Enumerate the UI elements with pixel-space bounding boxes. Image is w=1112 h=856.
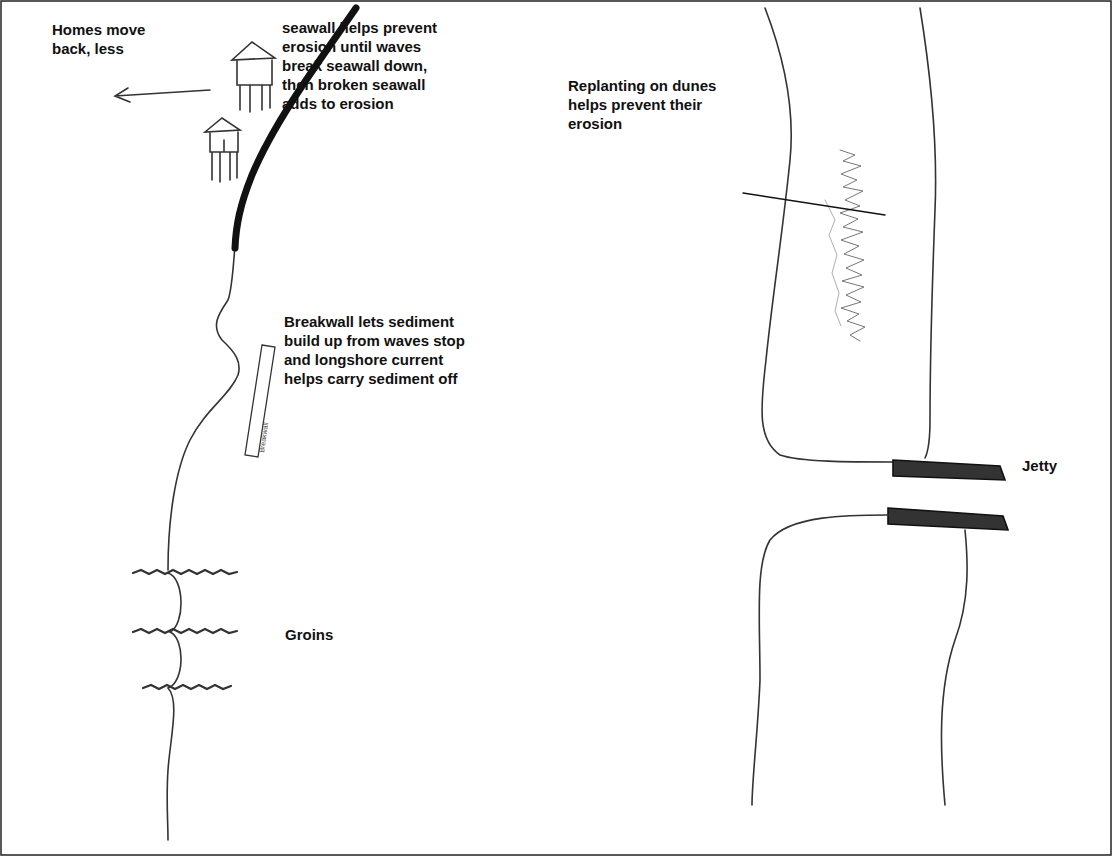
note-label: Replanting on dunes helps prevent their … xyxy=(568,76,718,133)
part-label: Groins xyxy=(285,625,375,644)
note-label: Breakwall lets sediment build up from wa… xyxy=(284,312,474,388)
part-label: Breakwall xyxy=(258,422,270,453)
note-label: seawall helps prevent erosion until wave… xyxy=(282,18,447,113)
note-label: Homes move back, less xyxy=(52,20,172,58)
part-label: Jetty xyxy=(1022,456,1092,475)
